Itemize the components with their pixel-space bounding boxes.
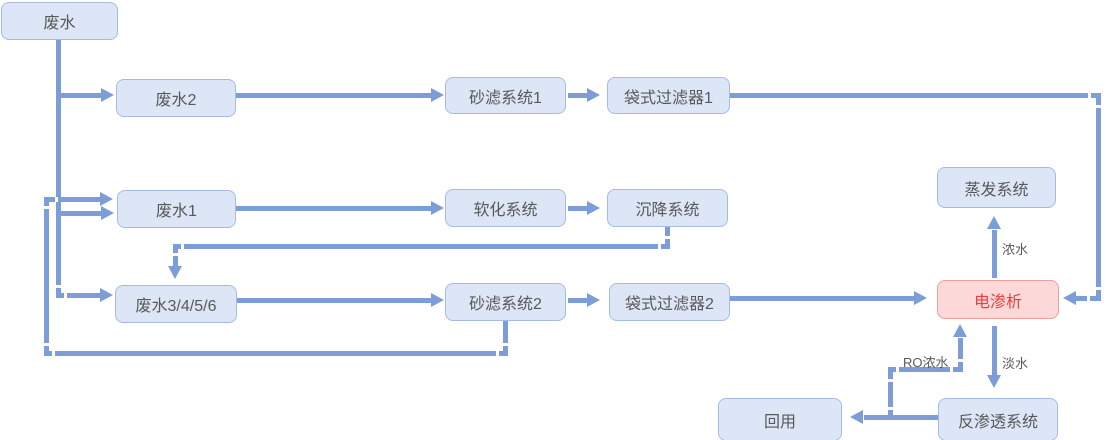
connector-ro-branch-up [888, 372, 893, 415]
node-sand-filter-2: 砂滤系统2 [445, 283, 566, 321]
joint-gap [44, 343, 49, 346]
arrowhead-to-wastewater1-upper [100, 192, 113, 206]
node-reverse-osmosis: 反渗透系统 [938, 398, 1058, 440]
arrowhead-sandfilter1 [431, 88, 444, 102]
arrowhead-to-wastewater3456 [100, 288, 113, 302]
joint-gap [665, 236, 670, 239]
node-bag-filter-2: 袋式过滤器2 [609, 283, 730, 321]
joint-gap [503, 343, 508, 346]
arrowhead-evaporation [987, 216, 1001, 229]
connector-ro-reuse [864, 415, 938, 420]
joint-gap [1087, 296, 1090, 301]
connector-sedimentation-drop [173, 249, 178, 267]
node-sedimentation: 沉降系统 [607, 189, 728, 227]
joint-gap [44, 206, 49, 209]
arrowhead-sandfilter2 [431, 293, 444, 307]
connector-bagfilter1-right [730, 93, 1101, 98]
connector-right-vertical [1096, 93, 1101, 301]
arrowhead-to-wastewater2 [101, 88, 114, 102]
arrowhead-bagfilter2 [587, 293, 600, 307]
connector-to-wastewater2 [60, 93, 102, 98]
joint-gap [64, 293, 67, 298]
arrowhead-wastewater3456-top [168, 266, 182, 279]
node-electrodialysis: 电渗析 [937, 280, 1059, 319]
connector-sandfilter2-bagfilter2 [568, 298, 588, 303]
arrowhead-reuse [850, 410, 863, 424]
arrowhead-electrodialysis-bottom [953, 324, 967, 337]
node-wastewater-3456: 废水3/4/5/6 [115, 285, 237, 323]
node-bag-filter-1: 袋式过滤器1 [607, 77, 730, 114]
joint-gap [1088, 93, 1091, 98]
node-softening: 软化系统 [445, 189, 566, 227]
joint-gap [173, 253, 178, 256]
joint-gap [896, 367, 899, 372]
connector-sandfilter1-bagfilter1 [568, 93, 588, 98]
connector-wastewater2-sandfilter1 [236, 93, 432, 98]
joint-gap [950, 367, 953, 372]
connector-to-wastewater1-lower [60, 211, 102, 216]
joint-gap [888, 379, 893, 382]
node-wastewater-1: 废水1 [117, 190, 236, 228]
connector-bagfilter2-electrodialysis [730, 296, 915, 301]
node-wastewater: 废水 [1, 2, 118, 40]
connector-wastewater-trunk [56, 40, 61, 298]
edge-label-ro-concentrate: RO浓水 [903, 355, 949, 370]
connector-ro-branch-across [888, 367, 960, 372]
node-wastewater-2: 废水2 [116, 79, 236, 117]
arrowhead-electrodialysis-right [1063, 291, 1076, 305]
connector-ro-branch-rise [958, 338, 963, 372]
arrowhead-to-wastewater1-lower [101, 206, 114, 220]
node-evaporation: 蒸发系统 [937, 167, 1056, 208]
arrowhead-softening [431, 201, 444, 215]
joint-gap [888, 407, 893, 410]
arrowhead-electrodialysis-left [914, 291, 927, 305]
joint-gap [52, 351, 55, 356]
connector-recycle-bottom [44, 351, 506, 356]
joint-gap [1096, 105, 1101, 108]
arrowhead-bagfilter1 [587, 88, 600, 102]
connector-wastewater1-softening [236, 206, 432, 211]
edge-label-concentrate: 浓水 [1002, 242, 1029, 257]
connector-sedimentation-across [173, 244, 670, 249]
edge-label-fresh: 淡水 [1002, 356, 1029, 371]
joint-gap [658, 244, 661, 249]
node-sand-filter-1: 砂滤系统1 [445, 77, 566, 114]
joint-gap [56, 285, 61, 288]
connector-sandfilter2-down [503, 321, 508, 356]
joint-gap [958, 359, 963, 362]
connector-wastewater3456-sandfilter2 [237, 298, 432, 303]
connector-to-wastewater3456 [61, 293, 101, 298]
joint-gap [496, 351, 499, 356]
connector-softening-sedimentation [568, 206, 588, 211]
connector-recycle-left [44, 197, 49, 356]
node-reuse: 回用 [718, 398, 842, 440]
arrowhead-reverse-osmosis [987, 375, 1001, 388]
joint-gap [181, 244, 184, 249]
arrowhead-sedimentation [587, 201, 600, 215]
connector-electrodialysis-ro [992, 326, 997, 376]
connector-to-wastewater1-upper [49, 197, 101, 202]
joint-gap [1096, 287, 1101, 290]
joint-gap [55, 197, 58, 202]
connector-electrodialysis-evaporation [992, 230, 997, 278]
